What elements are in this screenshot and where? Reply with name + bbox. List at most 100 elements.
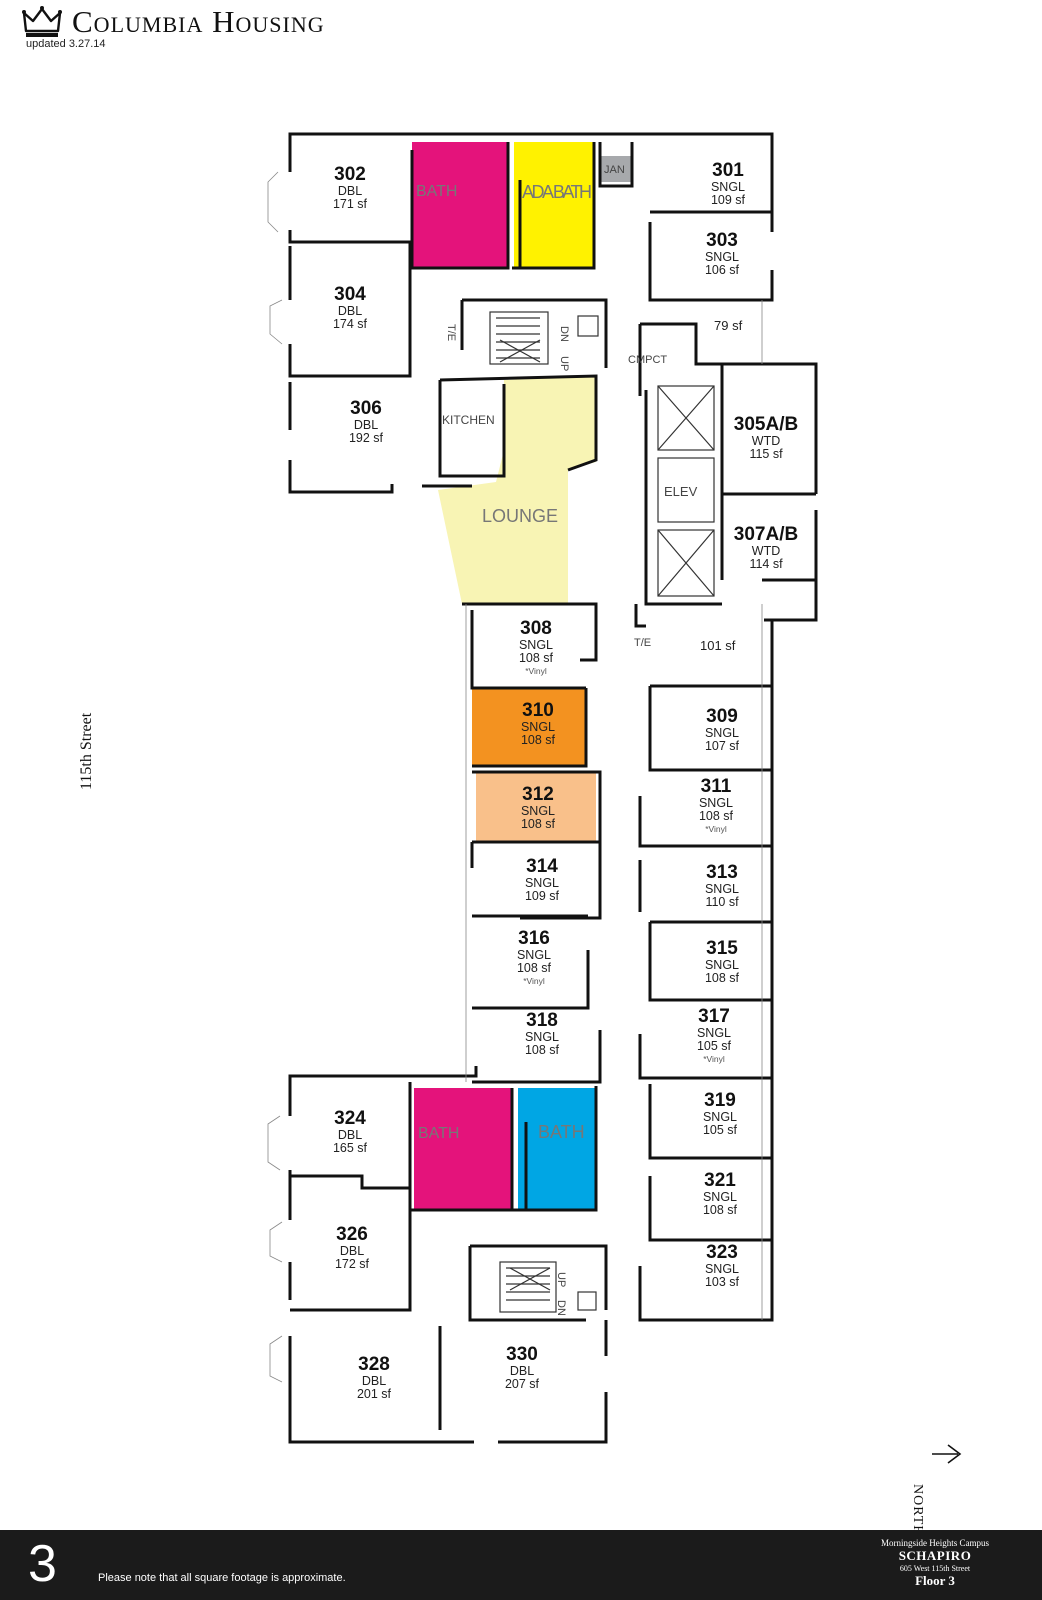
lounge-label: LOUNGE <box>482 506 558 526</box>
updated-date: updated 3.27.14 <box>26 38 106 50</box>
room-number: 315 <box>706 938 738 959</box>
room-area: 165 sf <box>333 1141 368 1155</box>
room-type: SNGL <box>699 796 733 810</box>
room-note: *Vinyl <box>523 976 545 986</box>
room-area: 114 sf <box>749 557 783 571</box>
room-number: 306 <box>350 398 382 419</box>
room-area: 109 sf <box>711 193 746 207</box>
room-type: DBL <box>510 1364 534 1378</box>
room-area: 108 sf <box>703 1203 738 1217</box>
bath-bottom-left-label: BATH <box>418 1125 459 1142</box>
room-number: 326 <box>336 1224 368 1245</box>
room-type: DBL <box>338 184 362 198</box>
building-info: Morningside Heights Campus SCHAPIRO 605 … <box>850 1538 1020 1589</box>
room-area: 107 sf <box>705 739 740 753</box>
room-note: *Vinyl <box>525 666 547 676</box>
building-address: 605 West 115th Street <box>899 1564 971 1573</box>
room-type: WTD <box>752 544 780 558</box>
room-number: 321 <box>704 1170 736 1191</box>
room-area: 174 sf <box>333 317 368 331</box>
columbia-housing-logo: Columbia Housing <box>22 4 325 40</box>
room-number: 324 <box>334 1108 366 1129</box>
room-area: 108 sf <box>521 733 556 747</box>
room-area: 108 sf <box>519 651 554 665</box>
room-type: WTD <box>752 434 780 448</box>
room-area: 207 sf <box>505 1377 540 1391</box>
street-label: 115th Street <box>78 712 95 790</box>
room-number: 317 <box>698 1006 730 1027</box>
room-number: 304 <box>334 284 366 305</box>
room-type: SNGL <box>703 1110 737 1124</box>
jan-fill <box>600 156 632 182</box>
room-area: 110 sf <box>705 895 739 909</box>
room-number: 316 <box>518 928 550 949</box>
room-number: 323 <box>706 1242 738 1263</box>
room-number: 330 <box>506 1344 538 1365</box>
room-number: 318 <box>526 1010 558 1031</box>
room-number: 309 <box>706 706 738 727</box>
te-mid-label: T/E <box>634 637 651 649</box>
room-number: 302 <box>334 164 366 185</box>
floor-label: Floor 3 <box>915 1573 955 1588</box>
stair-bottom-up-label: UP <box>555 1272 567 1287</box>
bath-bottom-right-fill <box>518 1088 596 1210</box>
room-number: 308 <box>520 618 552 639</box>
cmpct-label: CMPCT <box>628 354 667 366</box>
room-area: 105 sf <box>703 1123 738 1137</box>
room-type: DBL <box>338 304 362 318</box>
room-area: 108 sf <box>699 809 734 823</box>
bath-top-fill <box>412 142 508 268</box>
room-number: 307A/B <box>734 524 798 545</box>
room-number: 301 <box>712 160 744 181</box>
room-area: 108 sf <box>517 961 552 975</box>
room-type: SNGL <box>705 958 739 972</box>
crown-icon <box>22 6 62 37</box>
room-312-fill <box>476 772 596 842</box>
room-area: 105 sf <box>697 1039 732 1053</box>
room-number: 319 <box>704 1090 736 1111</box>
room-area: 192 sf <box>349 431 384 445</box>
room-area: 108 sf <box>525 1043 560 1057</box>
room-area: 106 sf <box>705 263 740 277</box>
room-type: SNGL <box>519 638 553 652</box>
brand-name: Columbia Housing <box>72 4 325 39</box>
room-area: 201 sf <box>357 1387 392 1401</box>
room-type: SNGL <box>525 1030 559 1044</box>
north-label: NORTH <box>910 1484 925 1537</box>
area-101-label: 101 sf <box>700 638 736 653</box>
elev-label: ELEV <box>664 484 698 499</box>
campus-name: Morningside Heights Campus <box>881 1538 989 1548</box>
room-number: 314 <box>526 856 558 877</box>
room-type: DBL <box>362 1374 386 1388</box>
ada-bath-fill <box>514 142 594 268</box>
room-type: DBL <box>354 418 378 432</box>
lounge-fill <box>438 376 596 604</box>
stair-top <box>489 311 599 365</box>
room-type: SNGL <box>703 1190 737 1204</box>
room-number: 312 <box>522 784 554 805</box>
room-number: 313 <box>706 862 738 883</box>
stair-bottom-dn-label: DN <box>555 1300 567 1316</box>
ada-bath-label: ADA BATH <box>522 182 592 202</box>
room-area: 172 sf <box>335 1257 370 1271</box>
room-number: 328 <box>358 1354 390 1375</box>
room-type: SNGL <box>517 948 551 962</box>
